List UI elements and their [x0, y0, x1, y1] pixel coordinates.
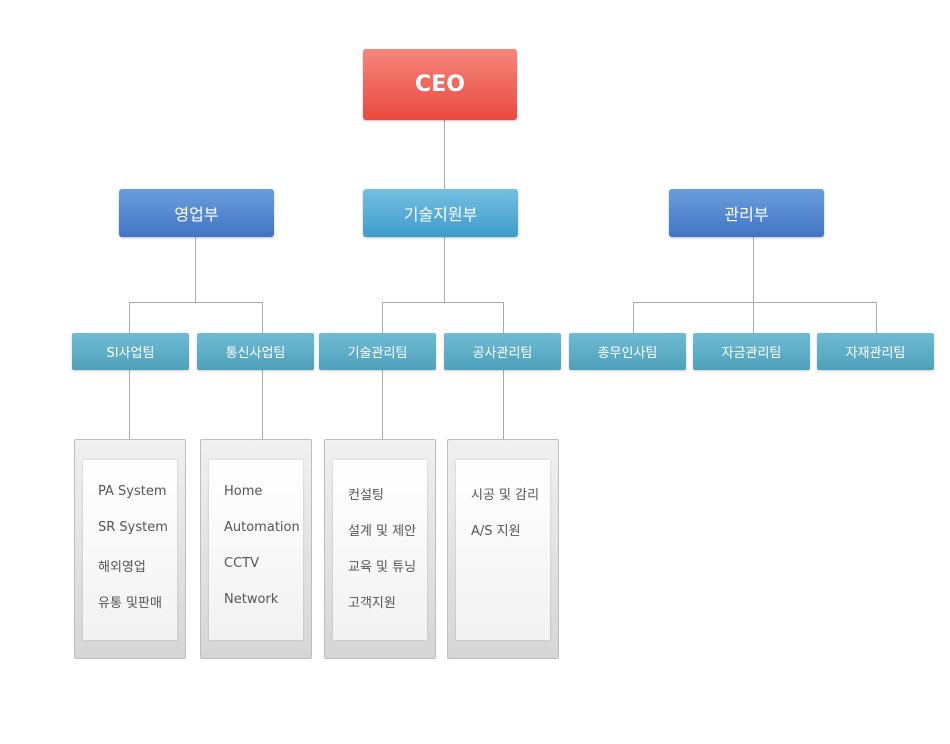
connector-admin-h — [633, 302, 877, 303]
duty-item: A/S 지원 — [471, 524, 521, 539]
duty-card-panel: 컨설팅 설계 및 제안 교육 및 튜닝 고객지원 — [333, 460, 427, 640]
connector-tech-down — [444, 237, 445, 302]
duty-item: PA System — [98, 484, 167, 499]
team-construction: 공사관리팀 — [444, 333, 561, 370]
connector-si-up — [129, 302, 130, 333]
connector-si-card — [129, 370, 130, 439]
duty-card-panel: 시공 및 감리 A/S 지원 — [456, 460, 550, 640]
duty-card-si: PA System SR System 해외영업 유통 및판매 — [74, 439, 186, 659]
duty-item: Home — [224, 484, 263, 499]
duty-item: 교육 및 튜닝 — [348, 560, 417, 575]
ceo-box: CEO — [363, 49, 517, 120]
dept-tech-support: 기술지원부 — [363, 189, 518, 237]
team-si: SI사업팀 — [72, 333, 189, 370]
connector-ceo-tech — [444, 120, 445, 189]
connector-construction-up — [503, 302, 504, 333]
connector-general-up — [633, 302, 634, 333]
dept-admin: 관리부 — [669, 189, 824, 237]
team-materials: 자재관리팀 — [817, 333, 934, 370]
connector-telecom-up — [262, 302, 263, 333]
duty-card-construction: 시공 및 감리 A/S 지원 — [447, 439, 559, 659]
connector-sales-h — [129, 302, 263, 303]
duty-item: 설계 및 제안 — [348, 524, 417, 539]
duty-item: CCTV — [224, 556, 259, 571]
dept-sales: 영업부 — [119, 189, 274, 237]
duty-item: SR System — [98, 520, 168, 535]
connector-tech-h — [382, 302, 504, 303]
duty-item: Automation — [224, 520, 300, 535]
connector-material-up — [876, 302, 877, 333]
team-finance: 자금관리팀 — [693, 333, 810, 370]
duty-item: 시공 및 감리 — [471, 488, 540, 503]
connector-sales-down — [195, 237, 196, 302]
duty-card-panel: PA System SR System 해외영업 유통 및판매 — [83, 460, 177, 640]
duty-item: 해외영업 — [98, 560, 146, 575]
duty-card-tech-mgmt: 컨설팅 설계 및 제안 교육 및 튜닝 고객지원 — [324, 439, 436, 659]
connector-techmgmt-card — [382, 370, 383, 439]
connector-admin-down — [753, 237, 754, 333]
duty-card-telecom: Home Automation CCTV Network — [200, 439, 312, 659]
duty-item: 고객지원 — [348, 596, 396, 611]
team-tech-mgmt: 기술관리팀 — [319, 333, 436, 370]
team-general-hr: 총무인사팀 — [569, 333, 686, 370]
connector-techmgmt-up — [382, 302, 383, 333]
duty-item: 유통 및판매 — [98, 596, 162, 611]
duty-card-panel: Home Automation CCTV Network — [209, 460, 303, 640]
connector-construction-card — [503, 370, 504, 439]
duty-item: 컨설팅 — [348, 488, 384, 503]
team-telecom: 통신사업팀 — [197, 333, 314, 370]
connector-telecom-card — [262, 370, 263, 439]
duty-item: Network — [224, 592, 279, 607]
